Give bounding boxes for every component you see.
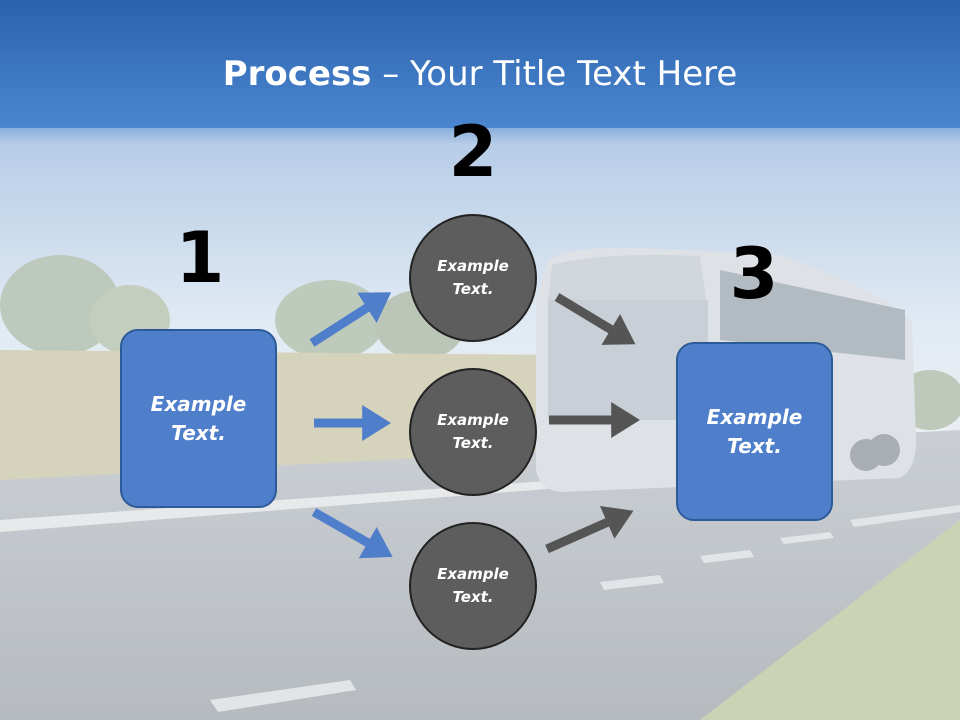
arrow-from-circle-3 <box>545 505 634 554</box>
step-number-3: 3 <box>729 233 779 315</box>
title-bold-part: Process <box>222 54 372 94</box>
circle-1-text: Example Text. <box>437 257 509 298</box>
title-rest-part: – Your Title Text Here <box>371 54 738 94</box>
middle-circle-2: Example Text. <box>409 368 537 496</box>
circle-3-text: Example Text. <box>437 565 509 606</box>
right-step-text: Example Text. <box>706 404 803 458</box>
left-step-box: Example Text. <box>120 329 277 508</box>
step-number-2: 2 <box>448 111 498 193</box>
circle-2-text: Example Text. <box>437 411 509 452</box>
middle-circle-1: Example Text. <box>409 214 537 342</box>
arrow-from-circle-1 <box>554 293 636 345</box>
middle-circle-3: Example Text. <box>409 522 537 650</box>
step-number-1: 1 <box>175 217 225 299</box>
arrow-to-circle-1 <box>309 292 392 347</box>
right-step-box: Example Text. <box>676 342 833 521</box>
slide-title: Process – Your Title Text Here <box>0 52 960 96</box>
left-step-text: Example Text. <box>150 391 247 445</box>
arrow-to-circle-3 <box>311 508 393 559</box>
